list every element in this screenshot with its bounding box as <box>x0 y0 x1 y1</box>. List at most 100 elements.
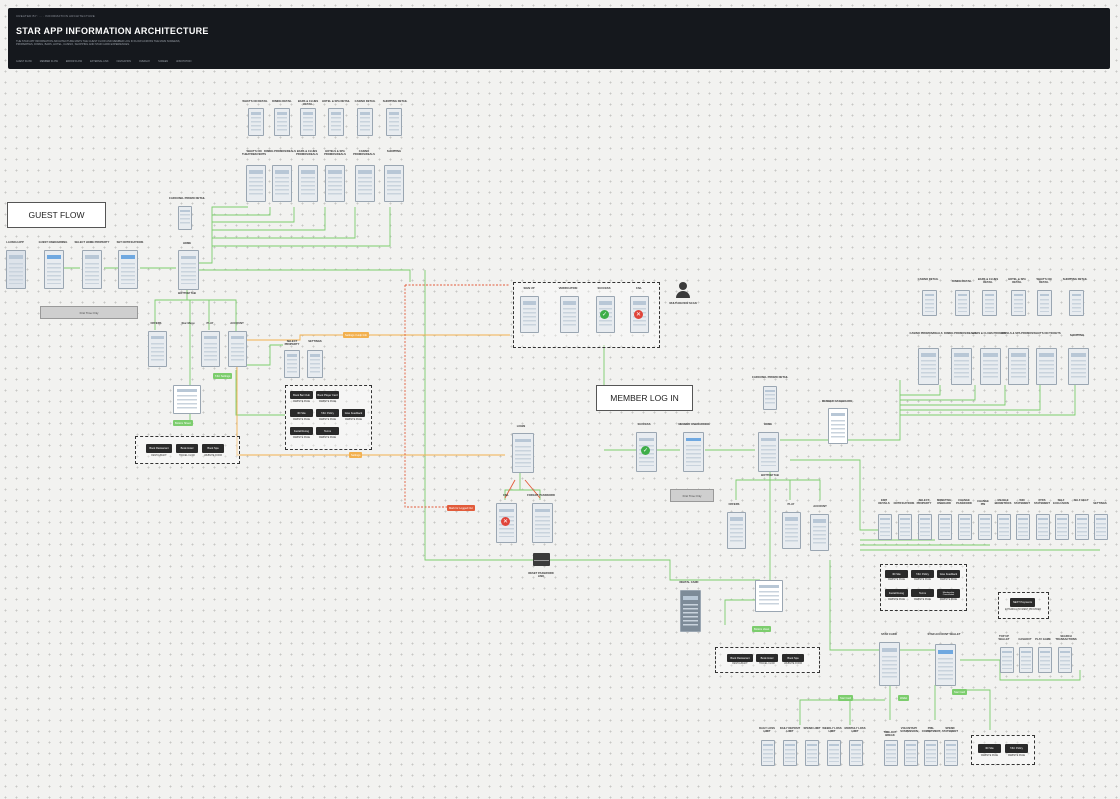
detail-screen <box>1069 290 1084 316</box>
link-button[interactable]: Terms <box>316 427 339 435</box>
screen-label: FORGOT PASSWORD <box>527 494 555 497</box>
flow-pill: T&C Settings <box>213 373 233 379</box>
link-caption: WEBSITE PAGE <box>292 419 311 421</box>
link-caption: WEBSITE PAGE <box>1007 755 1026 757</box>
screen-label: OFFERS <box>728 503 740 506</box>
wallet-screen <box>935 644 956 686</box>
bottom-sheet-button[interactable]: Book Restaurant <box>727 654 753 662</box>
screen-label: CAROUSEL PROMO DETAIL <box>168 197 206 200</box>
guest-offers-screen <box>148 331 167 367</box>
screen-label: MEMBER ONBOARDING <box>678 423 710 426</box>
landing-screen <box>1008 348 1029 385</box>
star-card-item-screen <box>904 740 918 766</box>
screen-label: SIGN UP <box>523 287 535 290</box>
link-button[interactable]: Give Feedback <box>937 570 960 578</box>
account-item-label: EDIT DETAILS <box>878 499 890 506</box>
link-button[interactable]: 3D Site <box>290 409 313 417</box>
legend-item: NAVIGATION <box>116 60 131 63</box>
link-button[interactable]: T&C Policy <box>911 570 934 578</box>
wallet-item-screen <box>1019 647 1033 673</box>
bottom-sheet-button[interactable]: Book Hotel <box>176 444 198 453</box>
link-button[interactable]: Facial Recog <box>290 427 313 435</box>
link-caption: WEBSITE PAGE <box>887 579 906 581</box>
guest-flow-title: GUEST FLOW <box>7 202 106 228</box>
link-button[interactable]: Give Feedback <box>342 409 365 417</box>
user-avatar-icon <box>676 282 690 298</box>
screen-label: FAIL <box>503 494 509 497</box>
screen-label: PLAY <box>787 503 795 506</box>
detail-screen <box>274 108 290 136</box>
launch-app-screen <box>6 250 26 289</box>
link-caption: WEBSITE PAGE <box>980 755 999 757</box>
link-caption: WEBSITE PAGE <box>887 599 906 601</box>
landing-screen <box>355 165 375 202</box>
bottom-sheet-button[interactable]: Book Hotel <box>756 654 778 662</box>
screen-label: SET NOTIFICATIONS <box>116 241 144 244</box>
carousel-promo-screen <box>178 206 192 230</box>
member-play-screen <box>782 512 801 549</box>
detail-label: WHAT'S ON DETAIL <box>1036 278 1052 285</box>
login-screen <box>512 433 534 473</box>
mail-icon <box>533 553 550 566</box>
star-card-item-screen <box>805 740 819 766</box>
star-card-item-label: VOLUNTARY SUSPENSION <box>900 727 918 734</box>
star-card-item-label: MONTHLY LOSS LIMIT <box>844 727 866 734</box>
account-item-label: SETTINGS <box>1093 502 1107 505</box>
guest-star-menu-overlay <box>173 385 201 414</box>
landing-screen <box>918 348 939 385</box>
link-button[interactable]: T&C Policy <box>316 409 339 417</box>
link-button[interactable]: Terms <box>911 589 934 597</box>
account-item-screen <box>918 514 932 540</box>
bottom-sheet-button[interactable]: Book Spa <box>782 654 804 662</box>
landing-screen <box>272 165 292 202</box>
link-caption: WEBSITE PAGE <box>344 419 363 421</box>
account-item-label: SELF EXCLUSION <box>1053 499 1069 506</box>
account-item-label: ENABLE BIOMETRICS <box>994 499 1012 506</box>
link-button[interactable]: Facial Recog <box>885 589 908 597</box>
bottom-sheet-caption: TRAVEL CLICK <box>758 663 776 665</box>
guest-play-screen <box>201 331 220 367</box>
signup-screen <box>520 296 539 333</box>
flow-pill: Bottom sheet <box>752 626 772 632</box>
guest-settings-screen <box>307 350 323 378</box>
header-banner: CREATED BY: ... · INFORMATION ARCHITECTU… <box>8 8 1110 69</box>
detail-label: CASINO DETAIL <box>917 278 939 281</box>
screen-label: FAIL <box>636 287 642 290</box>
first-time-only-bar: First Time Only <box>40 306 138 319</box>
detail-screen <box>1037 290 1052 316</box>
screen-label: GUEST ONBOARDING <box>38 241 68 244</box>
bottom-sheet-button[interactable]: Book Spa <box>202 444 224 453</box>
landing-screen <box>325 165 345 202</box>
first-time-only-bar: First Time Only <box>670 489 714 502</box>
star-card-item-label: PRE-COMMITMENT <box>921 727 941 734</box>
member-home-screen <box>758 432 779 472</box>
landing-label: SHOPPING <box>1069 334 1085 337</box>
account-item-screen <box>1075 514 1089 540</box>
link-caption: WEBSITE PAGE <box>292 401 311 403</box>
landing-label: HOTELS & SPA PROMOS/DEALS <box>324 150 346 157</box>
legend-item: EXTERNAL LINK <box>90 60 109 63</box>
legend-item: MEMBER FLOW <box>39 60 58 63</box>
star-card-item-label: TIME-OUT BREAK <box>883 731 897 738</box>
detail-label: CASINO DETAIL <box>354 100 376 103</box>
wallet-item-label: CASHOUT <box>1018 638 1032 641</box>
next-payments-button[interactable]: NEXT Payments <box>1010 598 1035 607</box>
link-button[interactable]: 3D Site <box>885 570 908 578</box>
account-item-label: SELECT PROPERTY <box>916 499 932 506</box>
detail-label: SHOPPING DETAIL <box>1062 278 1088 281</box>
link-button[interactable]: Membership Cancellation <box>937 589 960 598</box>
link-button[interactable]: 3D Site <box>978 744 1001 753</box>
star-card-item-label: DAILY LOSS LIMIT <box>759 727 775 734</box>
wallet-item-label: PLAY GAME <box>1035 638 1051 641</box>
account-item-screen <box>958 514 972 540</box>
account-item-screen <box>1094 514 1108 540</box>
link-button[interactable]: Book Bar Club <box>290 391 313 399</box>
link-button[interactable]: Book Player Card <box>316 391 339 399</box>
landing-screen <box>1036 348 1057 385</box>
link-button[interactable]: T&C Policy <box>1005 744 1028 753</box>
bottom-sheet-button[interactable]: Book Restaurant <box>146 444 172 453</box>
detail-label: HOTEL & SPA DETAIL <box>1008 278 1026 285</box>
link-caption: WEBSITE PAGE <box>292 437 311 439</box>
fail-cross-icon: ✕ <box>634 310 643 319</box>
detail-screen <box>1011 290 1026 316</box>
